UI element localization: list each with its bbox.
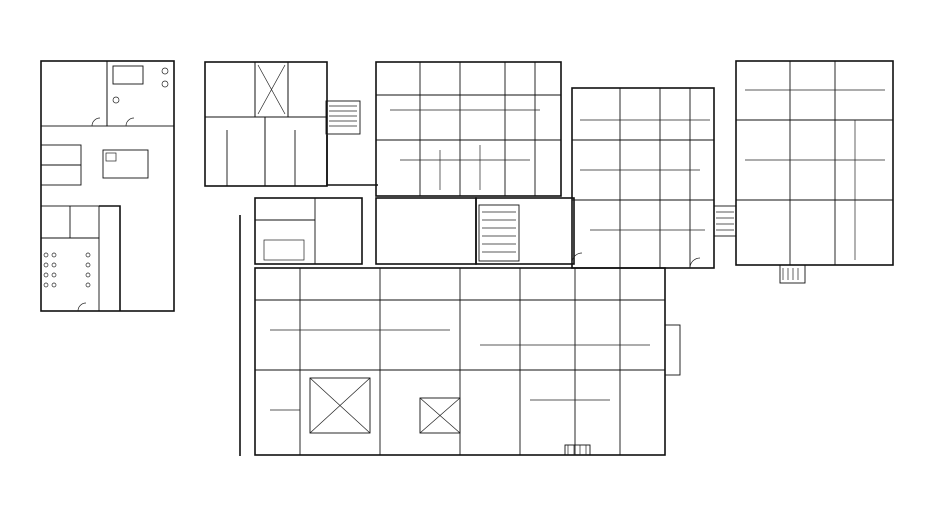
middle-section (239, 197, 575, 456)
upper-center-right-block (571, 87, 737, 269)
upper-center-block (375, 61, 562, 197)
left-wing (40, 60, 175, 312)
upper-center-left-block (204, 61, 378, 187)
right-wing (735, 60, 894, 284)
lower-center-block (254, 267, 681, 456)
